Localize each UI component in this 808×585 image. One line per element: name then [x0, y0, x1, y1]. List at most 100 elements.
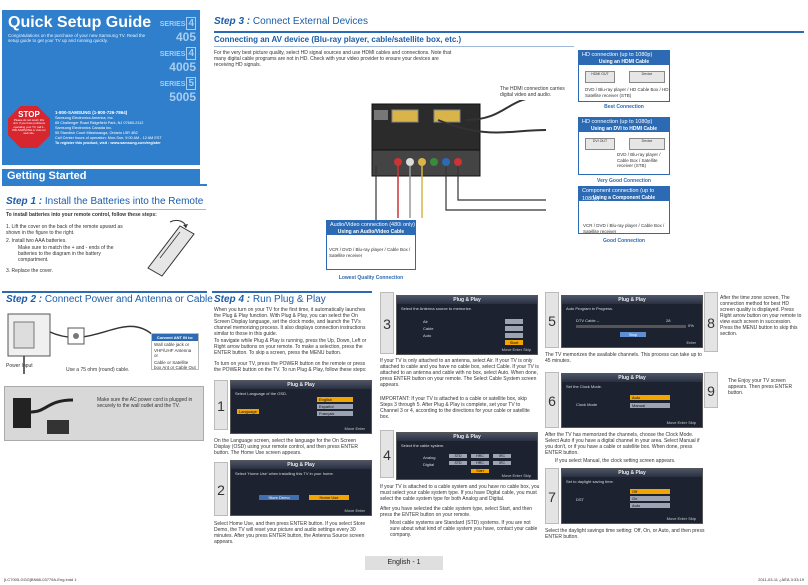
contact-phone: 1-800-SAMSUNG (1-800-726-7864) — [55, 110, 128, 115]
step1-item-3: 3. Replace the cover. — [6, 268, 53, 274]
step-number-6: 6 — [545, 372, 559, 428]
plug-play-dst-screen: Plug & Play Set to daylight saving time.… — [561, 468, 703, 524]
step-number-9: 9 — [704, 372, 718, 408]
air-toggle[interactable] — [505, 319, 523, 324]
hd-badge: HD connection (up to 1080p) — [579, 51, 669, 59]
component-badge: Component connection (up to 1080p) — [579, 187, 669, 202]
step3-heading: Step 3 : Connect External Devices — [214, 16, 368, 27]
step3-subtitle: Connecting an AV device (Blu-ray player,… — [214, 35, 462, 44]
option-francais[interactable]: Français — [317, 411, 353, 416]
footer-date: 2011-03-11 ¿ÀÈÄ 3:33:19 — [758, 577, 804, 582]
step4-caption-4: If your TV is attached to a cable system… — [380, 484, 540, 502]
step4-note-6: If you select Manual, the clock setting … — [555, 458, 676, 464]
store-demo-button[interactable]: Store Demo — [259, 495, 299, 500]
antenna-info-box: Connect ANT IN to: Wall cable jack or VH… — [151, 333, 199, 370]
step4-heading: Step 4 : Run Plug & Play — [214, 294, 326, 305]
option-espanol[interactable]: Español — [317, 404, 353, 409]
lowest-quality-label: Lowest Quality Connection — [338, 275, 404, 281]
step2-heading: Step 2 : Connect Power and Antenna or Ca… — [6, 294, 213, 305]
step4-caption-4b: After you have selected the cable system… — [380, 506, 533, 518]
option-manual[interactable]: Manual — [630, 403, 670, 408]
option-on[interactable]: On — [630, 496, 670, 501]
tv-back-panel-diagram — [368, 96, 548, 270]
dvi-connection-box: HD connection (up to 1080p) Using an DVI… — [578, 117, 670, 175]
step4-para-2: To navigate while Plug & Play is running… — [214, 338, 367, 356]
step-number-1: 1 — [214, 380, 228, 430]
divider — [214, 46, 574, 47]
option-auto[interactable]: Auto — [630, 503, 670, 508]
plug-play-home-use-screen: Plug & Play Select 'Home Use' when insta… — [230, 460, 372, 516]
divider — [212, 291, 372, 293]
guide-title: Quick Setup Guide — [8, 14, 152, 31]
plug-play-auto-program-screen: Plug & Play Auto Program in Progress. DT… — [561, 295, 703, 348]
step-number-8: 8 — [704, 292, 718, 352]
home-use-button[interactable]: Home Use — [309, 495, 349, 500]
step4-caption-8: After the time zone screen, The connecti… — [720, 295, 802, 337]
step4-caption-3: If your TV is only attached to an antenn… — [380, 358, 539, 388]
step-number-4: 4 — [380, 430, 394, 478]
guide-subtitle: Congratulations on the purchase of your … — [8, 33, 146, 43]
plug-play-clock-mode-screen: Plug & Play Set the Clock Mode. Clock Mo… — [561, 373, 703, 428]
step4-caption-5: The TV memorizes the available channels.… — [545, 352, 702, 364]
stop-sign: STOP Please do not return this unit. If … — [8, 106, 50, 148]
component-connection-box: Component connection (up to 1080p) Using… — [578, 186, 670, 234]
av-badge: Audio/Video connection (480i only) — [327, 221, 415, 229]
step4-important: IMPORTANT: If your TV is attached to a c… — [380, 396, 530, 420]
step1-item-2: 2. Install two AAA batteries. — [6, 238, 67, 244]
good-connection-label: Good Connection — [603, 238, 645, 244]
step4-caption-1: On the Language screen, select the langu… — [214, 438, 358, 456]
hdmi-in-label: HDMI IN — [446, 81, 473, 88]
divider — [2, 291, 207, 293]
step4-caption-6: After the TV has memorized the channels,… — [545, 432, 700, 456]
option-english[interactable]: English — [317, 397, 353, 402]
divider — [6, 209, 206, 210]
contact-info: 1-800-SAMSUNG (1-800-726-7864) Samsung E… — [55, 110, 197, 146]
step1-note: Make sure to match the + and - ends of t… — [18, 245, 114, 263]
start-button[interactable]: Start — [505, 340, 523, 345]
step4-caption-7: Select the daylight savings time setting… — [545, 528, 705, 540]
step4-para-3: To turn on your TV, press the POWER butt… — [214, 361, 367, 373]
step-number-3: 3 — [380, 292, 394, 354]
divider — [214, 31, 804, 33]
very-good-connection-label: Very Good Connection — [597, 178, 651, 184]
step4-para-1: When you turn on your TV for the first t… — [214, 307, 366, 337]
remote-battery-illustration — [140, 218, 200, 278]
cable-toggle[interactable] — [505, 326, 523, 331]
power-cord-illustration — [7, 390, 77, 438]
step-number-7: 7 — [545, 468, 559, 524]
divider — [2, 184, 207, 186]
step1-intro: To install batteries into your remote co… — [6, 212, 157, 218]
plug-play-cable-system-screen: Plug & Play Select the cable system. Ana… — [396, 432, 538, 480]
step-number-5: 5 — [545, 292, 559, 348]
footer-file: [LC7005-GGG]BN68-03779A-Eng.indd 1 — [4, 577, 77, 582]
best-connection-label: Best Connection — [604, 104, 644, 110]
step4-caption-9: The Enjoy your TV screen appears. Then p… — [728, 378, 793, 396]
ac-power-note-panel: Make sure the AC power cord is plugged i… — [4, 386, 204, 441]
step3-intro: For the very best picture quality, selec… — [214, 50, 452, 68]
plug-play-language-screen: Plug & Play Select Language of the OSD. … — [230, 380, 372, 434]
step1-heading: Step 1 : Install the Batteries into the … — [6, 196, 204, 207]
option-auto[interactable]: Auto — [630, 395, 670, 400]
start-button[interactable]: Start — [471, 469, 489, 473]
plug-play-antenna-screen: Plug & Play Select the Antenna source to… — [396, 295, 538, 355]
step1-item-1: 1. Lift the cover on the back of the rem… — [6, 224, 123, 236]
step4-caption-2: Select Home Use, and then press ENTER bu… — [214, 521, 366, 545]
step4-note-4: Most cable systems are Standard (STD) sy… — [390, 520, 538, 538]
cable-label: Use a 75 ohm (round) cable. — [66, 367, 130, 373]
hdmi-connection-box: HD connection (up to 1080p) Using an HDM… — [578, 50, 670, 102]
auto-toggle[interactable] — [505, 333, 523, 338]
av-connection-box: Audio/Video connection (480i only) Using… — [326, 220, 416, 270]
page-number: English - 1 — [365, 556, 443, 570]
hdmi-note: The HDMI connection carries digital vide… — [500, 86, 565, 98]
step-number-2: 2 — [214, 462, 228, 516]
option-off[interactable]: Off — [630, 489, 670, 494]
ac-power-note: Make sure the AC power cord is plugged i… — [97, 397, 193, 409]
stop-button[interactable]: Stop — [620, 332, 646, 337]
hd-badge: HD connection (up to 1080p) — [579, 118, 669, 126]
power-input-label: Power Input — [6, 363, 33, 369]
power-antenna-illustration — [4, 312, 204, 394]
progress-bar — [576, 325, 686, 328]
